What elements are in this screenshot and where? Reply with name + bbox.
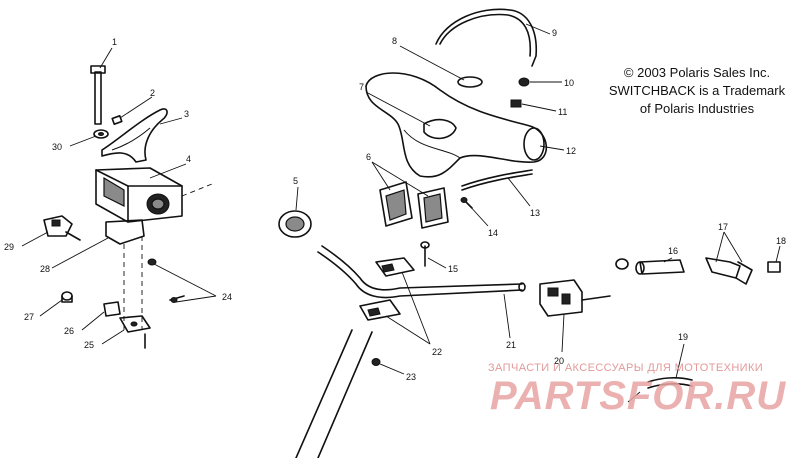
bar-end-part-5	[278, 210, 312, 238]
callout-24: 24	[222, 292, 232, 302]
callout-14: 14	[488, 228, 498, 238]
watermark-logo: PARTSFOR.RU	[490, 374, 787, 418]
nut-part-11	[510, 99, 522, 108]
clamp-part-28	[105, 219, 145, 330]
callout-21: 21	[506, 340, 516, 350]
switch-housing-part-20	[539, 279, 611, 317]
steering-post	[295, 329, 373, 458]
callout-19: 19	[678, 332, 688, 342]
callout-16: 16	[668, 246, 678, 256]
switch-part-29	[43, 215, 81, 241]
watermark-caption: ЗАПЧАСТИ И АКСЕССУАРЫ ДЛЯ МОТОТЕХНИКИ	[488, 362, 764, 374]
pad-strip-part-13	[461, 169, 533, 191]
copyright-line: © 2003 Polaris Sales Inc.	[623, 65, 771, 80]
callout-27: 27	[24, 312, 34, 322]
pad-cover-part-7	[423, 118, 457, 140]
logo-insert-part-8	[457, 76, 483, 88]
plug-part-18	[767, 261, 781, 273]
heater-elements-part-17	[705, 257, 753, 285]
callout-23: 23	[406, 372, 416, 382]
callout-26: 26	[64, 326, 74, 336]
callout-2: 2	[150, 88, 155, 98]
callout-9: 9	[552, 28, 557, 38]
callout-1: 1	[112, 37, 117, 47]
trademark-owner-line: of Polaris Industries	[639, 101, 755, 116]
grip-strap-part-9	[435, 8, 538, 67]
trademark-line: SWITCHBACK is a Trademark	[608, 83, 786, 98]
nut-part-2	[111, 115, 123, 125]
callout-20: 20	[554, 356, 564, 366]
callout-12: 12	[566, 146, 576, 156]
washer-part-30	[93, 129, 109, 139]
callout-17: 17	[718, 222, 728, 232]
callout-8: 8	[392, 36, 397, 46]
clip-part-26	[103, 301, 121, 317]
screw-part-10	[518, 77, 530, 87]
callout-6: 6	[366, 152, 371, 162]
clamp-set-part-22	[359, 257, 415, 321]
copyright-notice: © 2003 Polaris Sales Inc. SWITCHBACK is …	[602, 64, 792, 118]
handlebar-pad-part-12	[365, 72, 548, 178]
plate-part-25	[119, 315, 151, 349]
callout-13: 13	[530, 208, 540, 218]
callout-25: 25	[84, 340, 94, 350]
callout-15: 15	[448, 264, 458, 274]
callout-4: 4	[186, 154, 191, 164]
cable-part-19	[627, 377, 693, 403]
grip-part-16	[615, 258, 685, 275]
callout-11: 11	[558, 107, 567, 117]
bolt-part-1	[90, 65, 106, 125]
screw-part-15	[420, 241, 430, 267]
callout-29: 29	[4, 242, 14, 252]
housing-part-4	[95, 167, 213, 223]
callout-28: 28	[40, 264, 50, 274]
callout-labels: 1 2 3 4 5 6 7 8 9 10 11 12 13 14 15 16 1…	[4, 28, 786, 382]
callout-18: 18	[776, 236, 786, 246]
screws-part-24	[147, 258, 185, 303]
callout-3: 3	[184, 109, 189, 119]
callout-10: 10	[564, 78, 574, 88]
callout-5: 5	[293, 176, 298, 186]
handlebar-part-21	[317, 245, 526, 299]
nut-part-23	[371, 358, 381, 366]
callout-30: 30	[52, 142, 62, 152]
leader-lines	[21, 23, 781, 379]
foam-blocks-part-6	[379, 181, 449, 229]
callout-22: 22	[432, 347, 442, 357]
screw-part-27	[61, 291, 73, 303]
callout-7: 7	[359, 82, 364, 92]
lever-part-3	[101, 108, 168, 163]
